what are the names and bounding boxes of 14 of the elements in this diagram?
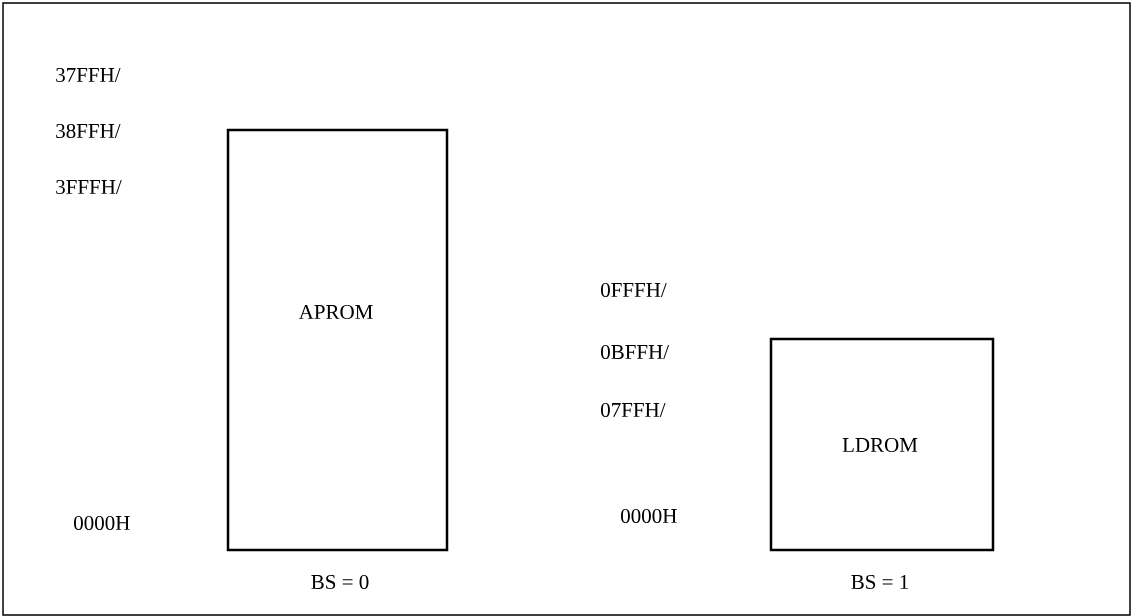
- address-label: 37FFH/: [56, 67, 121, 83]
- mode-label: BS = 1: [851, 574, 908, 590]
- address-label: 0000H: [74, 515, 130, 531]
- address-label: 38FFH/: [56, 123, 121, 139]
- address-label: 3FFFH/: [56, 179, 122, 195]
- block-label: APROM: [298, 304, 373, 320]
- block-label: LDROM: [842, 437, 918, 453]
- address-label: 0000H: [621, 508, 677, 524]
- address-label: 07FFH/: [601, 402, 666, 418]
- address-label: 0BFFH/: [601, 344, 670, 360]
- address-label: 0FFFH/: [601, 282, 667, 298]
- memory-block: [769, 337, 995, 552]
- memory-block: [226, 128, 449, 552]
- mode-label: BS = 0: [311, 574, 369, 590]
